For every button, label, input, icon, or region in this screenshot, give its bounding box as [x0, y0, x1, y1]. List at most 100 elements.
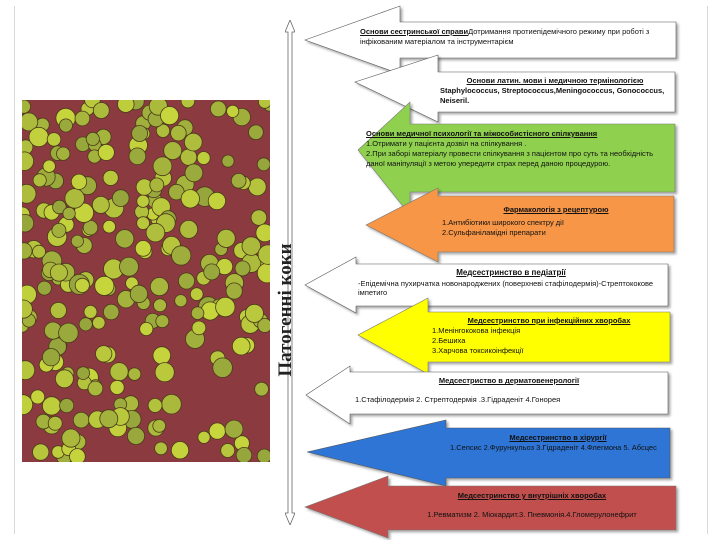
coccus-cell [212, 357, 233, 378]
coccus-cell [196, 151, 211, 165]
coccus-cell [42, 159, 56, 173]
coccus-cell [256, 157, 270, 172]
coccus-cell [109, 379, 125, 395]
coccus-cell [70, 173, 88, 190]
coccus-cell [184, 132, 203, 152]
coccus-cell [189, 287, 204, 301]
coccus-cell [149, 277, 169, 297]
coccus-cell [22, 242, 33, 260]
arrow-shape-dermatology [305, 365, 669, 425]
coccus-cell [250, 209, 268, 226]
coccus-cell [147, 397, 163, 413]
coccus-cell [56, 146, 71, 161]
coccus-cell [70, 234, 84, 248]
coccus-cell [210, 100, 227, 118]
coccus-cell [134, 240, 152, 257]
coccus-cell [102, 219, 116, 234]
coccus-cell [258, 100, 270, 109]
coccus-cell [22, 151, 34, 171]
block-latin-text: Staphylococcus, Streptococcus,Meningococ… [440, 85, 665, 105]
coccus-cell [180, 189, 200, 209]
coccus-cell [127, 367, 142, 381]
coccus-cell [197, 430, 211, 444]
coccus-cell [49, 263, 68, 282]
slide-border [14, 6, 708, 534]
coccus-cell [102, 169, 119, 186]
block-infectious-title: Медсестринство при інфекційних хворобах [467, 316, 631, 325]
double-arrow [284, 18, 296, 527]
coccus-cell [32, 443, 50, 461]
coccus-cell [230, 173, 247, 189]
coccus-cell [257, 318, 270, 333]
coccus-cell [46, 132, 62, 147]
coccus-cell [61, 428, 81, 448]
coccus-cell [154, 441, 168, 456]
coccus-cell [180, 100, 196, 109]
block-nursing-basics-title: Основи сестринської справи [360, 27, 469, 36]
coccus-cell [244, 303, 264, 323]
block-pediatrics: Медсестринство в педіатрії -Епідемічна п… [358, 268, 664, 298]
coccus-cell [52, 199, 67, 215]
coccus-cell [102, 303, 120, 321]
coccus-cell [136, 216, 150, 230]
coccus-cell [30, 389, 46, 405]
arrow-shape-pediatrics [304, 256, 669, 314]
block-psychology-item-2: 2.При заборі матеріалу провести спілкува… [366, 148, 654, 168]
coccus-cell [49, 301, 67, 319]
coccus-cell [62, 206, 76, 221]
coccus-cell [231, 336, 251, 356]
coccus-cell [160, 106, 180, 126]
coccus-cell [69, 448, 86, 462]
arrow-shape-latin [354, 54, 676, 123]
block-psychology-item-1: 1.Отримати у пацієнта дозвіл на спілкува… [366, 138, 527, 148]
coccus-cell [225, 282, 243, 300]
coccus-cell [91, 196, 110, 214]
coccus-cell [235, 447, 253, 462]
coccus-cell [117, 100, 135, 113]
coccus-cell [131, 125, 148, 142]
arrow-shape-internal [304, 475, 677, 539]
block-internal: Медсестринство у внутрішніх хворобах 1.Р… [392, 491, 672, 520]
coccus-cell [115, 229, 135, 249]
coccus-cell [22, 112, 39, 132]
block-pediatrics-text: -Епідемічна пухирчатка новонароджених (п… [358, 278, 654, 298]
coccus-cell [22, 183, 37, 204]
coccus-cell [179, 219, 199, 239]
bacteria-photo [22, 100, 270, 462]
coccus-cell [207, 191, 226, 211]
coccus-cell [155, 123, 171, 138]
coccus-cell [191, 320, 207, 336]
block-pharmacology: Фармакологія з рецептурою 1.Антибіотики … [442, 205, 670, 238]
coccus-cell [170, 124, 187, 142]
coccus-cell [99, 409, 119, 429]
coccus-cell [92, 102, 110, 119]
coccus-cell [87, 380, 104, 397]
block-infectious: Медсестринство при інфекційних хворобах … [432, 316, 666, 356]
coccus-cell [241, 236, 262, 256]
coccus-cell [119, 256, 139, 277]
block-pharmacology-item-2: 2.Сульфаніламідні препарати [442, 227, 546, 237]
block-infectious-item-1: 1.Менінгококова інфекція [432, 325, 521, 335]
block-dermatology: Медсестриство в дерматовенерології 1.Ста… [355, 376, 663, 405]
coccus-cell [257, 244, 270, 265]
coccus-cell [163, 141, 183, 160]
coccus-cell [234, 260, 251, 277]
coccus-cell [74, 277, 90, 293]
block-dermatology-title: Медсестриство в дерматовенерології [438, 376, 580, 385]
coccus-cell [226, 104, 240, 118]
coccus-cell [255, 223, 270, 243]
coccus-cell [58, 118, 73, 133]
block-infectious-item-3: 3.Харчова токсикоінфекції [432, 345, 524, 355]
block-internal-title: Медсестринство у внутрішніх хворобах [457, 491, 607, 500]
coccus-cell [47, 415, 63, 431]
coccus-cell [153, 298, 167, 313]
coccus-cell [111, 189, 130, 207]
coccus-cell [171, 245, 192, 266]
coccus-cell [254, 381, 269, 397]
coccus-cell [155, 314, 170, 329]
coccus-cell [149, 177, 165, 193]
block-internal-text: 1.Ревматизм 2. Міокардит.3. Пневмонія.4.… [427, 509, 637, 519]
coccus-cell [224, 419, 244, 439]
coccus-cell [85, 132, 100, 147]
coccus-cell [97, 143, 115, 161]
